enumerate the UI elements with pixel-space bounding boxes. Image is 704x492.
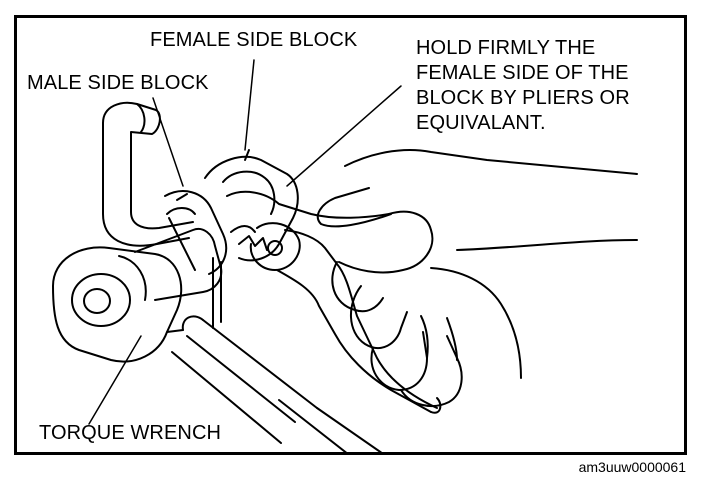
instruction-line-2: FEMALE SIDE OF THE [416,62,629,84]
pliers-drawing [226,190,442,414]
torque-wrench-illustration [52,59,638,452]
torque-wrench-drawing [52,246,383,452]
torque-wrench-label: TORQUE WRENCH [39,422,222,444]
instruction-line-3: BLOCK BY PLIERS OR [416,87,630,109]
figure-code: am3uuw0000061 [578,459,686,475]
female-block-drawing [204,149,299,329]
illustration-frame: FEMALE SIDE BLOCK MALE SIDE BLOCK TORQUE… [14,15,687,455]
leader-lines [88,59,402,425]
hand-drawing [316,149,638,407]
male-side-block-label: MALE SIDE BLOCK [27,72,209,94]
instruction-line-1: HOLD FIRMLY THE [416,37,596,59]
female-side-block-label: FEMALE SIDE BLOCK [150,29,358,51]
instruction-label: HOLD FIRMLY THE FEMALE SIDE OF THE BLOCK… [416,36,630,136]
instruction-line-4: EQUIVALANT. [416,112,546,134]
male-block-drawing [134,190,228,301]
